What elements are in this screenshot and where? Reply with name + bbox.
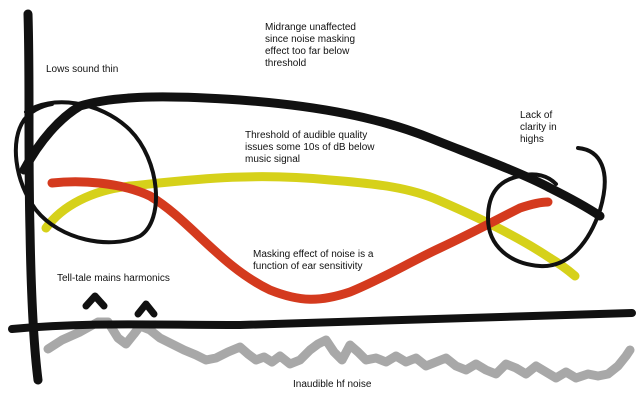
x-axis	[8, 309, 636, 333]
annotation-hf: Inaudible hf noise	[293, 379, 372, 390]
annotation-mains: Tell-tale mains harmonics	[57, 273, 170, 284]
annotation-lows: Lows sound thin	[46, 64, 119, 75]
mains-harmonic-peak	[82, 292, 108, 310]
annotation-threshold: Threshold of audible quality issues some…	[245, 130, 375, 165]
mains-harmonic-peak	[134, 300, 158, 318]
highs-circle	[485, 146, 607, 269]
annotation-midrange: Midrange unaffected since noise masking …	[265, 22, 356, 69]
annotation-masking: Masking effect of noise is a function of…	[253, 249, 374, 272]
lows-circle	[13, 100, 158, 245]
annotation-clarity: Lack of clarity in highs	[520, 110, 557, 145]
masking-curve	[47, 177, 553, 304]
y-axis	[23, 9, 43, 385]
noise-floor-curve	[43, 317, 635, 383]
